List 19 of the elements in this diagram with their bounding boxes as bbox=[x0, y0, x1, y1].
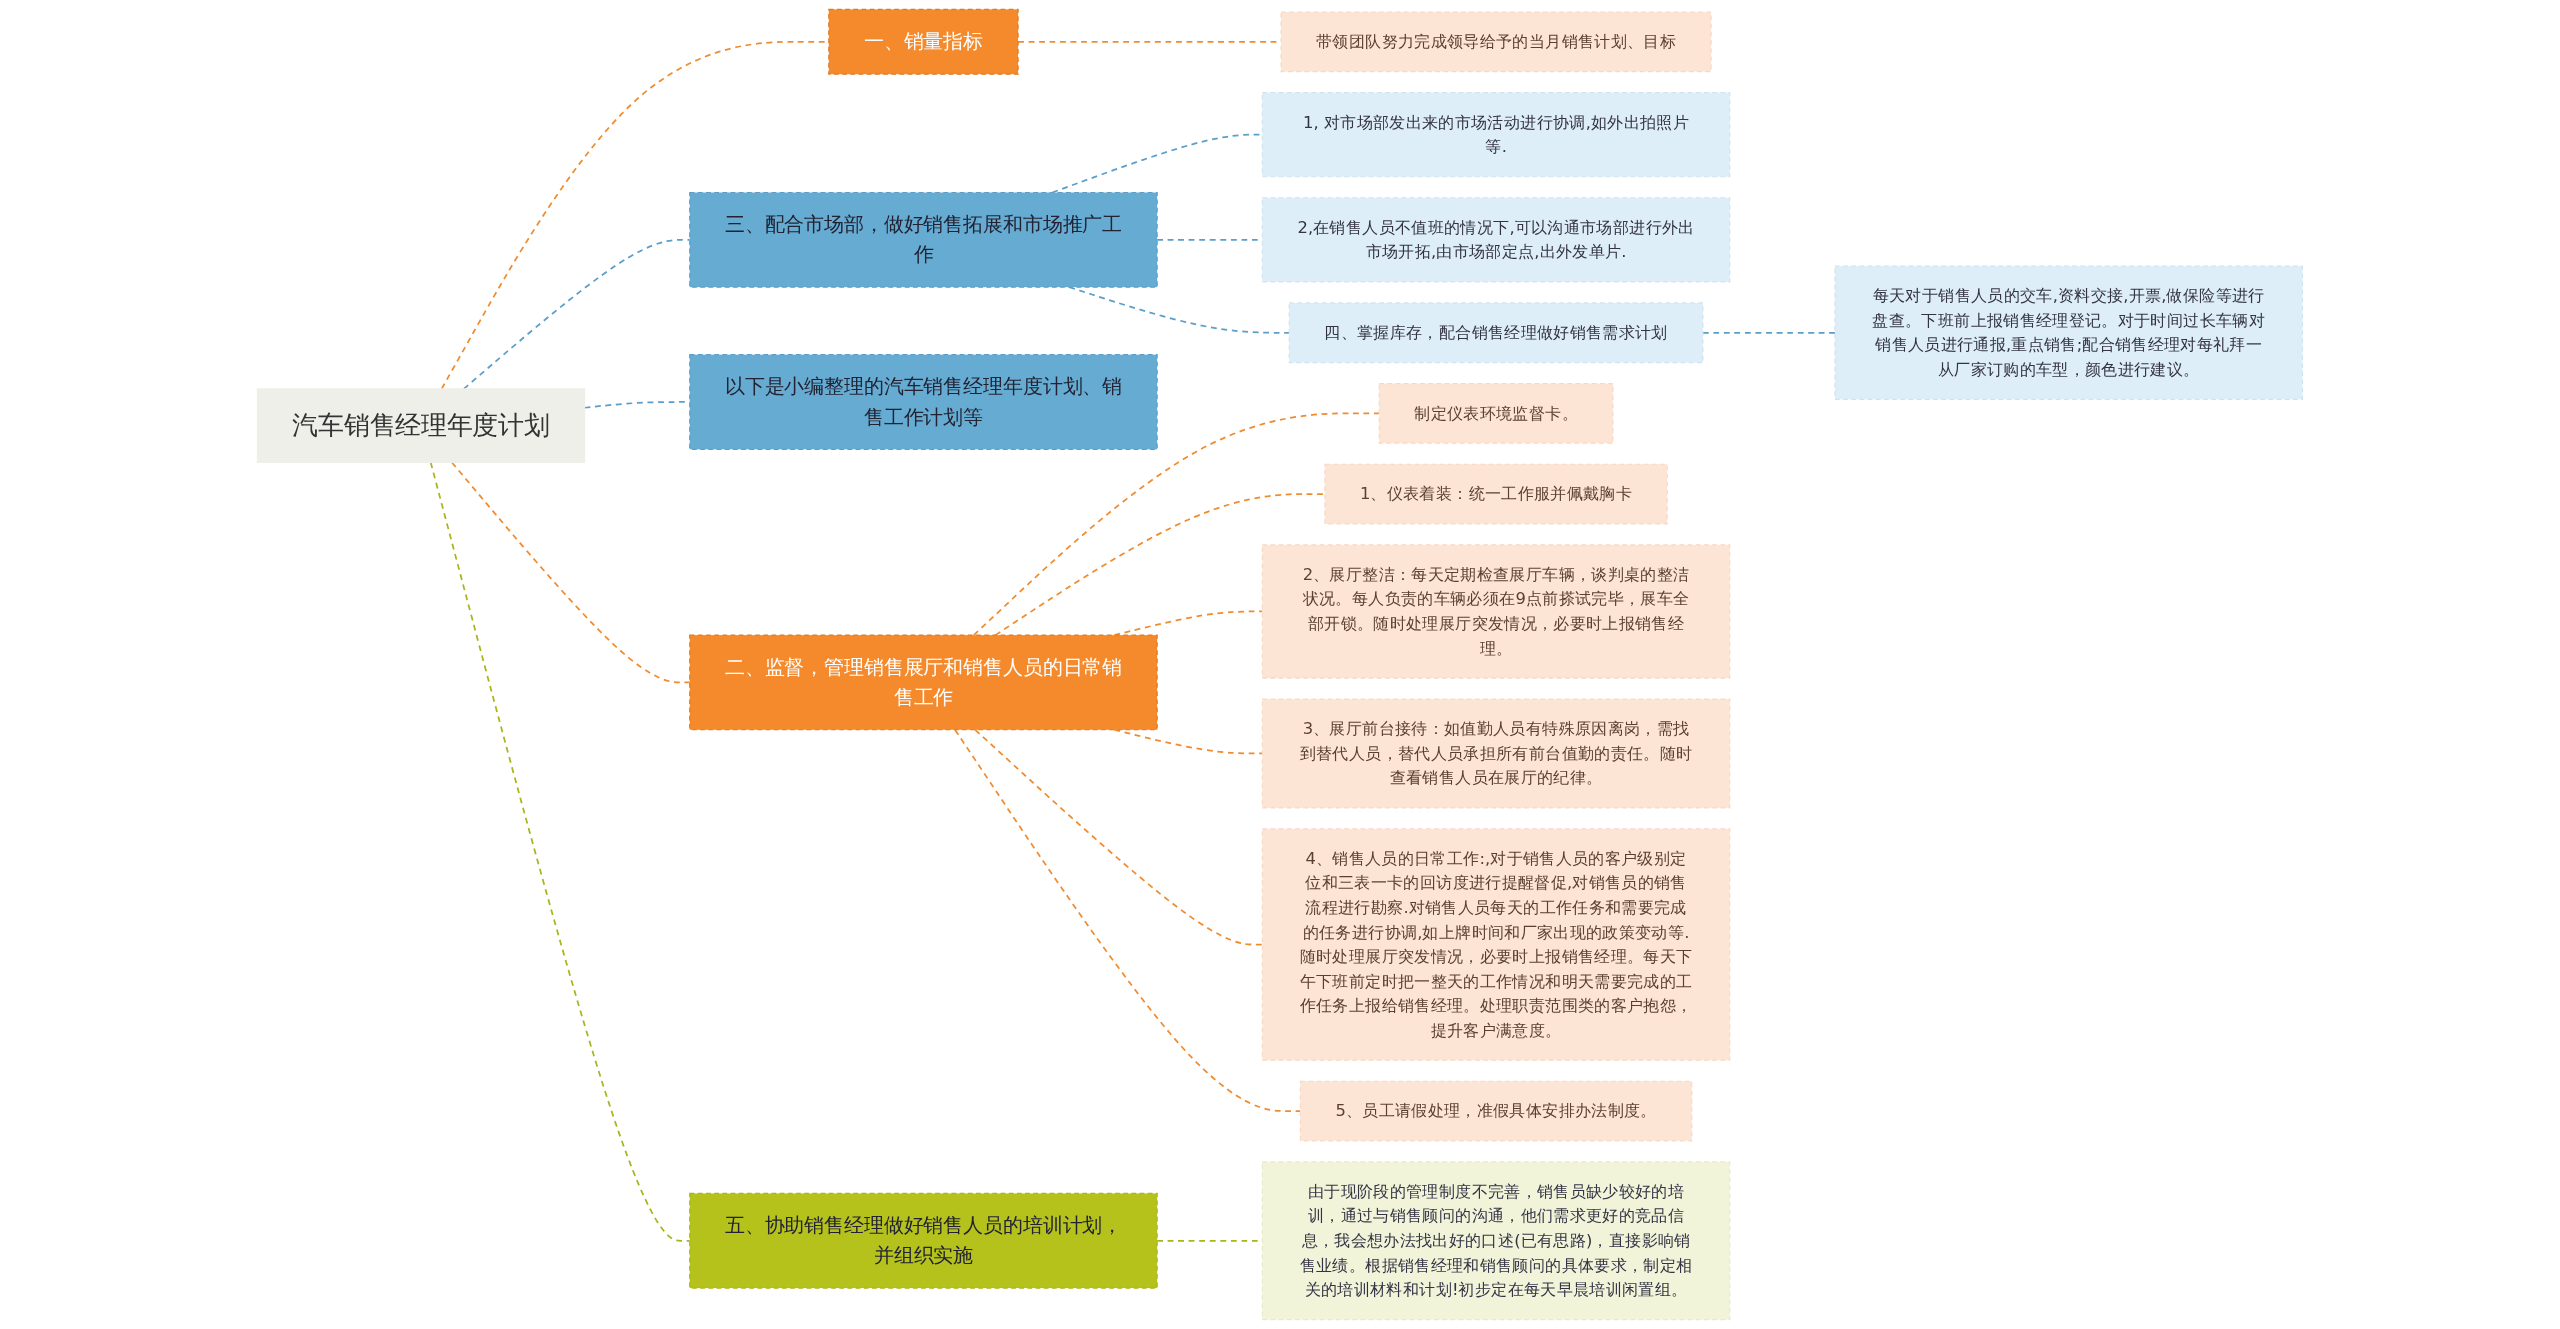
node-box: 1, 对市场部发出来的市场活动进行协调,如外出拍照片等. bbox=[1261, 92, 1731, 178]
node-box: 由于现阶段的管理制度不完善，销售员缺少较好的培训，通过与销售顾问的沟通，他们需求更好的竞品信息，我会想办法找出好的口述(已有思路)，直接影响销售业绩。根据销售经理和销售顾问的具体要求，制定相关的培训材料和计划!初步定在每天早晨培训闲置组。 bbox=[1261, 1161, 1731, 1321]
node-box: 五、协助销售经理做好销售人员的培训计划，并组织实施 bbox=[689, 1192, 1158, 1289]
node-box: 4、销售人员的日常工作:,对于销售人员的客户级别定位和三表一卡的回访度进行提醒督促,对销售员的销售流程进行勘察.对销售人员每天的工作任务和需要完成的任务进行协调,如上牌时间和厂家出现的政策变动等.随时处理展厅突发情况，必要时上报销售经理。每天下午下班前定时把一整天的工作情况和明天需要完成的工作任务上报给销售经理。处理职责范围类的客户抱怨，提升客户满意度。 bbox=[1261, 828, 1731, 1061]
node-box: 一、销量指标 bbox=[828, 8, 1019, 75]
node-box: 制定仪表环境监督卡。 bbox=[1378, 383, 1614, 444]
node-box: 汽车销售经理年度计划 bbox=[256, 388, 586, 464]
node-box: 2、展厅整洁：每天定期检查展厅车辆，谈判桌的整洁状况。每人负责的车辆必须在9点前搽试完毕，展车全部开锁。随时处理展厅突发情况，必要时上报销售经理。 bbox=[1261, 544, 1731, 679]
node-box: 3、展厅前台接待：如值勤人员有特殊原因离岗，需找到替代人员，替代人员承担所有前台值勤的责任。随时查看销售人员在展厅的纪律。 bbox=[1261, 698, 1731, 809]
node-box: 带领团队努力完成领导给予的当月销售计划、目标 bbox=[1280, 11, 1712, 73]
node-box: 二、监督，管理销售展厅和销售人员的日常销售工作 bbox=[689, 634, 1158, 731]
node-box: 三、配合市场部，做好销售拓展和市场推广工作 bbox=[689, 191, 1158, 288]
node-box: 以下是小编整理的汽车销售经理年度计划、销售工作计划等 bbox=[689, 354, 1158, 450]
node-box: 每天对于销售人员的交车,资料交接,开票,做保险等进行盘查。下班前上报销售经理登记。对于时间过长车辆对销售人员进行通报,重点销售;配合销售经理对每礼拜一从厂家订购的车型，颜色进行建议。 bbox=[1834, 265, 2304, 400]
connector bbox=[994, 493, 1326, 636]
node-box: 1、仪表着装：统一工作服并佩戴胸卡 bbox=[1324, 463, 1668, 525]
node-box: 2,在销售人员不值班的情况下,可以沟通市场部进行外出市场开拓,由市场部定点,出外发单片. bbox=[1261, 197, 1731, 283]
node-box: 四、掌握库存，配合销售经理做好销售需求计划 bbox=[1288, 302, 1704, 364]
node-box: 5、员工请假处理，准假具体安排办法制度。 bbox=[1299, 1080, 1693, 1142]
